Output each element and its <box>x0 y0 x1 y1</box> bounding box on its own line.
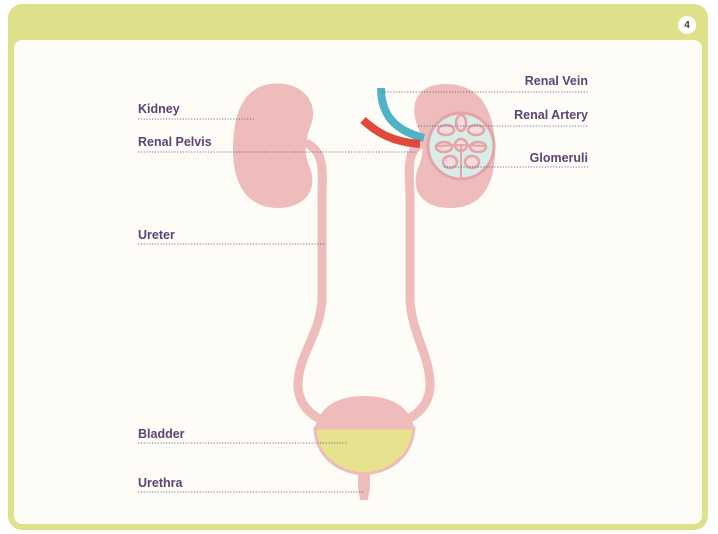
urethra-tube <box>358 472 370 500</box>
label-renal-pelvis: Renal Pelvis <box>138 135 212 149</box>
glomeruli-detail <box>428 113 494 179</box>
bladder-urine <box>315 428 414 474</box>
label-glomeruli: Glomeruli <box>488 151 588 165</box>
label-kidney: Kidney <box>138 102 180 116</box>
bladder-wall <box>315 396 414 428</box>
left-kidney <box>233 83 313 208</box>
label-ureter: Ureter <box>138 228 175 242</box>
label-renal-vein: Renal Vein <box>488 74 588 88</box>
label-bladder: Bladder <box>138 427 185 441</box>
label-urethra: Urethra <box>138 476 182 490</box>
label-renal-artery: Renal Artery <box>478 108 588 122</box>
